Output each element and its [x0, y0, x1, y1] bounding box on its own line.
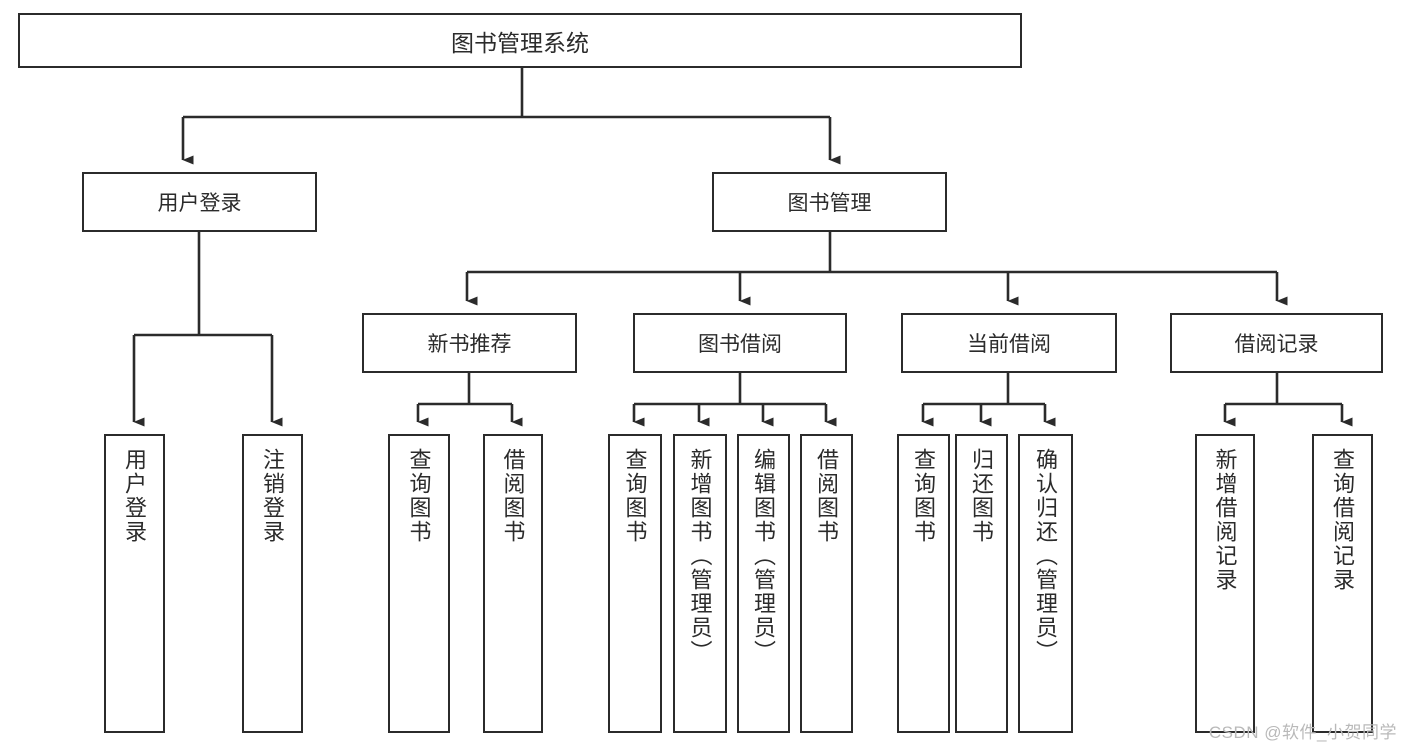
node-label: 新书推荐 [427, 333, 512, 356]
node-leaf-borrow-book[interactable]: 借阅图书 [800, 434, 853, 733]
node-leaf-edit-book-admin[interactable]: 编辑图书（管理员） [737, 434, 790, 733]
node-label: 借阅记录 [1234, 333, 1319, 356]
watermark: CSDN @软件_小贺同学 [1208, 723, 1397, 742]
node-leaf-add-borrow-record[interactable]: 新增借阅记录 [1195, 434, 1255, 733]
node-label: 归还图书 [969, 448, 995, 544]
node-leaf-query-book-recommend[interactable]: 查询图书 [388, 434, 450, 733]
node-label: 查询图书 [911, 448, 937, 544]
node-label: 图书借阅 [698, 333, 782, 356]
node-label: 用户登录 [157, 192, 242, 215]
node-borrow-records[interactable]: 借阅记录 [1170, 313, 1383, 373]
node-label: 新增借阅记录 [1212, 448, 1238, 592]
node-user-login[interactable]: 用户登录 [82, 172, 317, 232]
node-label: 查询借阅记录 [1330, 448, 1356, 592]
node-label: 图书管理系统 [451, 29, 589, 56]
node-leaf-add-book-admin[interactable]: 新增图书（管理员） [673, 434, 727, 733]
node-root-book-management-system[interactable]: 图书管理系统 [18, 13, 1022, 68]
node-leaf-confirm-return-admin[interactable]: 确认归还（管理员） [1018, 434, 1073, 733]
node-label: 编辑图书（管理员） [751, 448, 777, 664]
node-label: 注销登录 [260, 448, 286, 544]
node-current-borrow[interactable]: 当前借阅 [901, 313, 1117, 373]
node-label: 借阅图书 [814, 448, 840, 544]
node-label: 确认归还（管理员） [1033, 448, 1059, 664]
node-leaf-logout[interactable]: 注销登录 [242, 434, 303, 733]
node-new-book-recommend[interactable]: 新书推荐 [362, 313, 577, 373]
node-label: 用户登录 [122, 448, 148, 544]
node-leaf-query-borrow-record[interactable]: 查询借阅记录 [1312, 434, 1373, 733]
node-label: 查询图书 [622, 448, 648, 544]
node-label: 借阅图书 [500, 448, 526, 544]
node-leaf-user-login[interactable]: 用户登录 [104, 434, 165, 733]
node-label: 查询图书 [406, 448, 432, 544]
node-book-management[interactable]: 图书管理 [712, 172, 947, 232]
node-leaf-return-book[interactable]: 归还图书 [955, 434, 1008, 733]
node-leaf-query-book[interactable]: 查询图书 [608, 434, 662, 733]
node-book-borrow[interactable]: 图书借阅 [633, 313, 847, 373]
node-leaf-borrow-book-recommend[interactable]: 借阅图书 [483, 434, 543, 733]
node-label: 当前借阅 [967, 333, 1051, 356]
node-label: 新增图书（管理员） [687, 448, 713, 664]
node-leaf-query-book-current[interactable]: 查询图书 [897, 434, 950, 733]
node-label: 图书管理 [787, 192, 872, 215]
